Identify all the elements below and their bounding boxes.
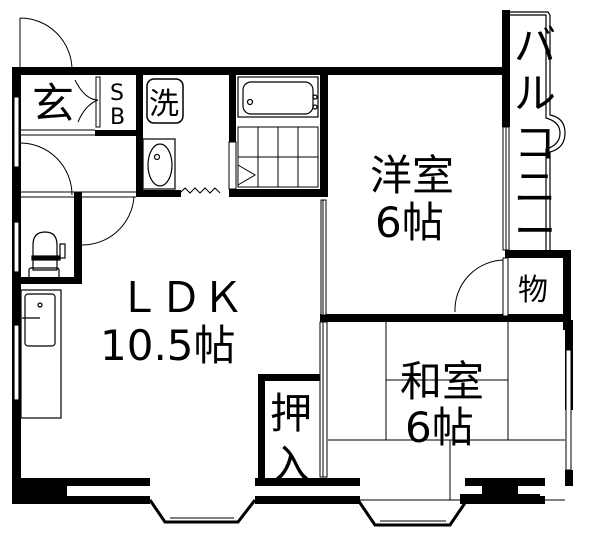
ldk-name: ＬＤＫ: [118, 273, 244, 322]
entrance-door: [19, 17, 73, 71]
closet-label-1: 押: [270, 389, 312, 438]
closet-label-2: 入: [270, 441, 312, 490]
bathtub: [237, 76, 319, 118]
balcony-window: [502, 126, 510, 251]
balcony-char-1: バ: [514, 21, 556, 70]
wash-basin: [142, 138, 176, 190]
bay-window-ldk: [148, 499, 257, 524]
ldk-size: 10.5帖: [100, 321, 236, 370]
balcony-char-2: ル: [514, 69, 556, 118]
washer-label: 洗: [149, 87, 179, 122]
ldk-door: [81, 196, 135, 246]
washer-box: [146, 78, 184, 124]
genkan-label: 玄: [32, 79, 74, 128]
toilet: [13, 221, 66, 279]
balcony-outline: [510, 11, 566, 250]
balcony-char-4: ニ: [514, 163, 556, 212]
balcony-char-5: ー: [514, 207, 556, 256]
japanese-room-name: 和室: [400, 357, 484, 406]
sliding-door-ldk-japanese: [319, 321, 328, 478]
shoe-box-label-top: S: [110, 81, 124, 106]
bath-floor-grid: [228, 126, 319, 190]
western-room-size: 6帖: [375, 198, 444, 247]
storage-label: 物: [518, 273, 548, 308]
balcony-char-3: コ: [514, 119, 556, 168]
kitchen-counter: [13, 289, 62, 419]
western-room-name: 洋室: [370, 151, 454, 200]
tatami-grid: [328, 322, 572, 501]
sliding-door-ldk-western: [320, 199, 327, 316]
genkan-lines: [13, 76, 101, 168]
bay-window-japanese: [356, 499, 469, 527]
japanese-room-size: 6帖: [405, 403, 474, 452]
storage-door: [454, 257, 509, 317]
shoe-box-label-bottom: B: [110, 105, 125, 130]
vent: [179, 187, 221, 194]
hallway-door: [19, 142, 136, 198]
